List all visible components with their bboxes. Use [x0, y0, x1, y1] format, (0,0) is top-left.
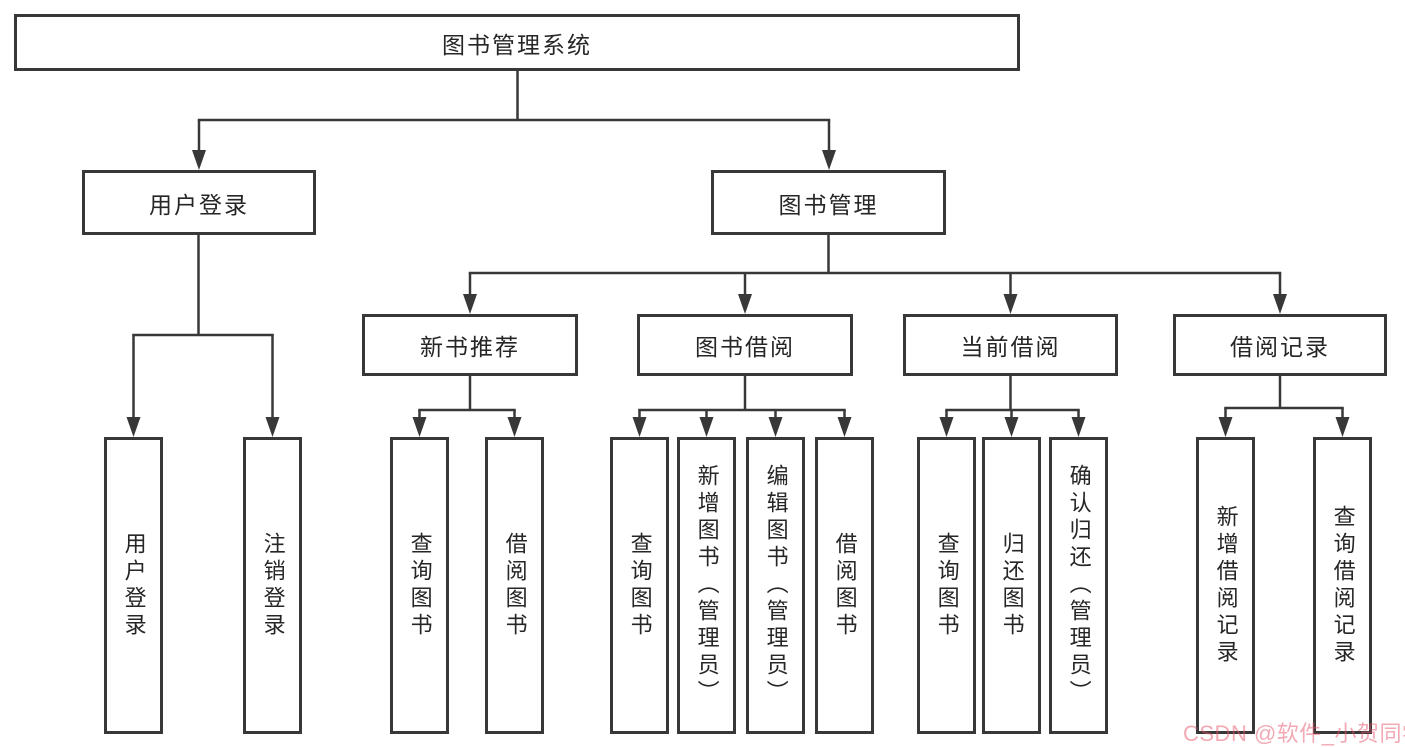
leaf-query-books-recommend: 查询图书 [390, 437, 449, 734]
leaf-query-books-borrow: 查询图书 [610, 437, 669, 734]
leaf-query-borrow-record: 查询借阅记录 [1313, 437, 1372, 734]
node-book-borrow: 图书借阅 [637, 314, 853, 376]
leaf-borrow-books-recommend: 借阅图书 [485, 437, 544, 734]
leaf-add-book-admin: 新增图书（管理员） [677, 437, 736, 734]
leaf-user-login: 用户登录 [104, 437, 163, 734]
node-user-login: 用户登录 [82, 170, 316, 235]
leaf-add-borrow-record: 新增借阅记录 [1196, 437, 1255, 734]
node-current-borrow: 当前借阅 [903, 314, 1118, 376]
leaf-return-book: 归还图书 [982, 437, 1041, 734]
node-book-management: 图书管理 [711, 170, 946, 235]
leaf-query-books-current: 查询图书 [917, 437, 976, 734]
leaf-confirm-return-admin: 确认归还（管理员） [1049, 437, 1108, 734]
node-new-book-recommend: 新书推荐 [362, 314, 578, 376]
watermark-text: CSDN @软件_小贺同学 [1183, 721, 1405, 746]
node-borrow-records: 借阅记录 [1173, 314, 1387, 376]
leaf-logout-login: 注销登录 [243, 437, 302, 734]
node-root: 图书管理系统 [14, 14, 1020, 71]
leaf-edit-book-admin: 编辑图书（管理员） [746, 437, 805, 734]
leaf-borrow-books: 借阅图书 [815, 437, 874, 734]
